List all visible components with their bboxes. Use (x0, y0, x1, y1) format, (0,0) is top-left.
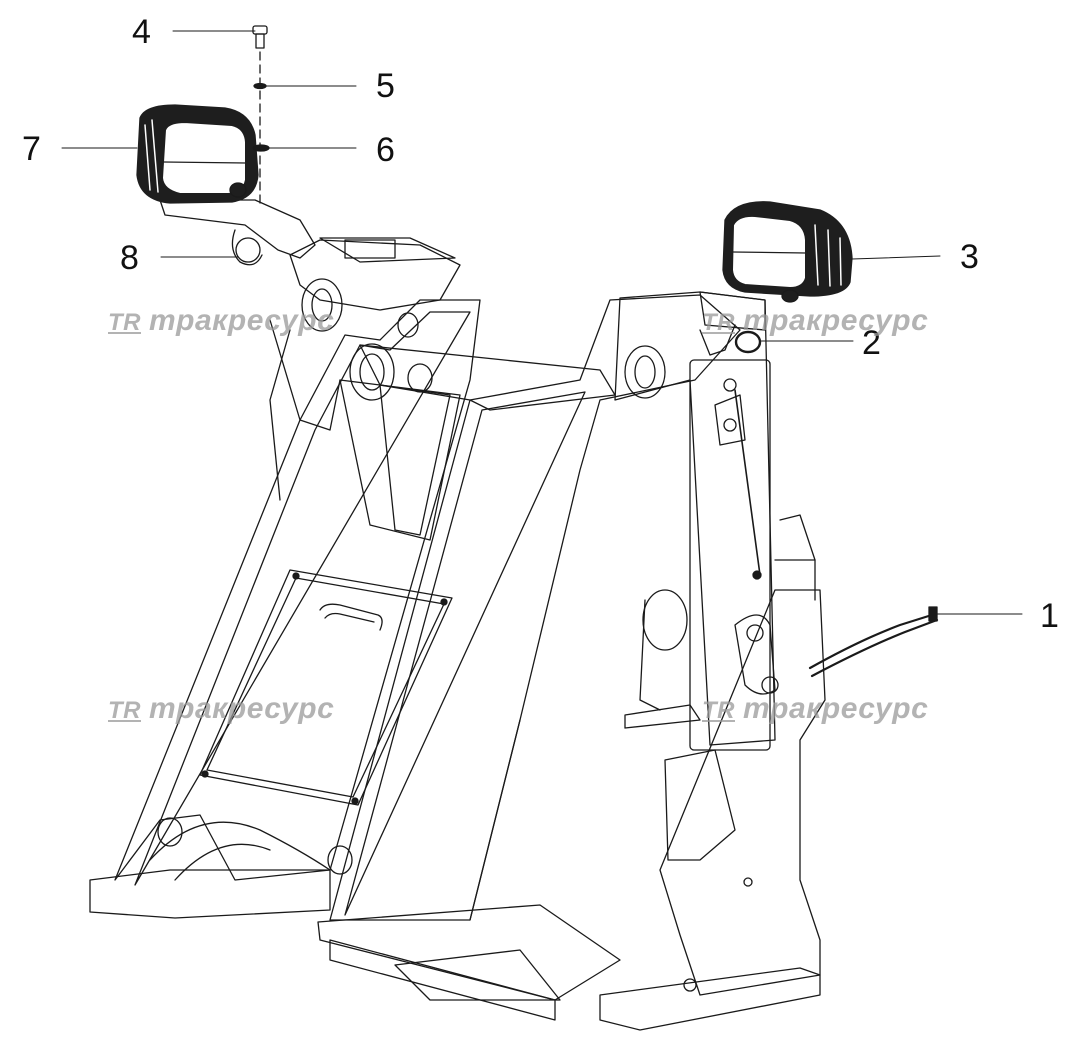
leader-lines (61, 30, 1023, 615)
callout-6: 6 (376, 131, 395, 169)
right-boom (329, 294, 741, 921)
callout-5: 5 (376, 67, 395, 105)
watermark-text: тракресурс (149, 304, 335, 337)
watermark-text: тракресурс (149, 692, 335, 725)
watermark-text: тракресурс (743, 304, 929, 337)
left-upper-bracket (269, 237, 461, 501)
back-frame (624, 514, 826, 996)
hose (808, 606, 939, 678)
callout-2: 2 (862, 324, 881, 362)
watermark-logo: TR (702, 309, 735, 336)
left-lamp-bracket (159, 199, 316, 266)
watermark-logo: TR (108, 697, 141, 724)
watermark-logo: TR (108, 309, 141, 336)
right-column (614, 291, 779, 751)
left-work-lamp (136, 104, 259, 204)
base-plates (89, 869, 821, 1031)
callout-8: 8 (120, 239, 139, 277)
right-lamp-bracket (699, 324, 762, 356)
fasteners (252, 25, 270, 206)
watermark: TR тракресурс (108, 692, 334, 726)
watermark: TR тракресурс (108, 304, 334, 338)
cover-plate (199, 569, 453, 806)
callout-3: 3 (960, 238, 979, 276)
right-work-lamp (722, 201, 853, 303)
callout-4: 4 (132, 13, 151, 51)
watermark-logo: TR (702, 697, 735, 724)
left-boom (114, 299, 481, 886)
watermark: TR тракресурс (702, 304, 928, 338)
cross-member (301, 278, 616, 541)
callout-7: 7 (22, 130, 41, 168)
callout-1: 1 (1040, 597, 1059, 635)
watermark: TR тракресурс (702, 692, 928, 726)
watermark-text: тракресурс (743, 692, 929, 725)
